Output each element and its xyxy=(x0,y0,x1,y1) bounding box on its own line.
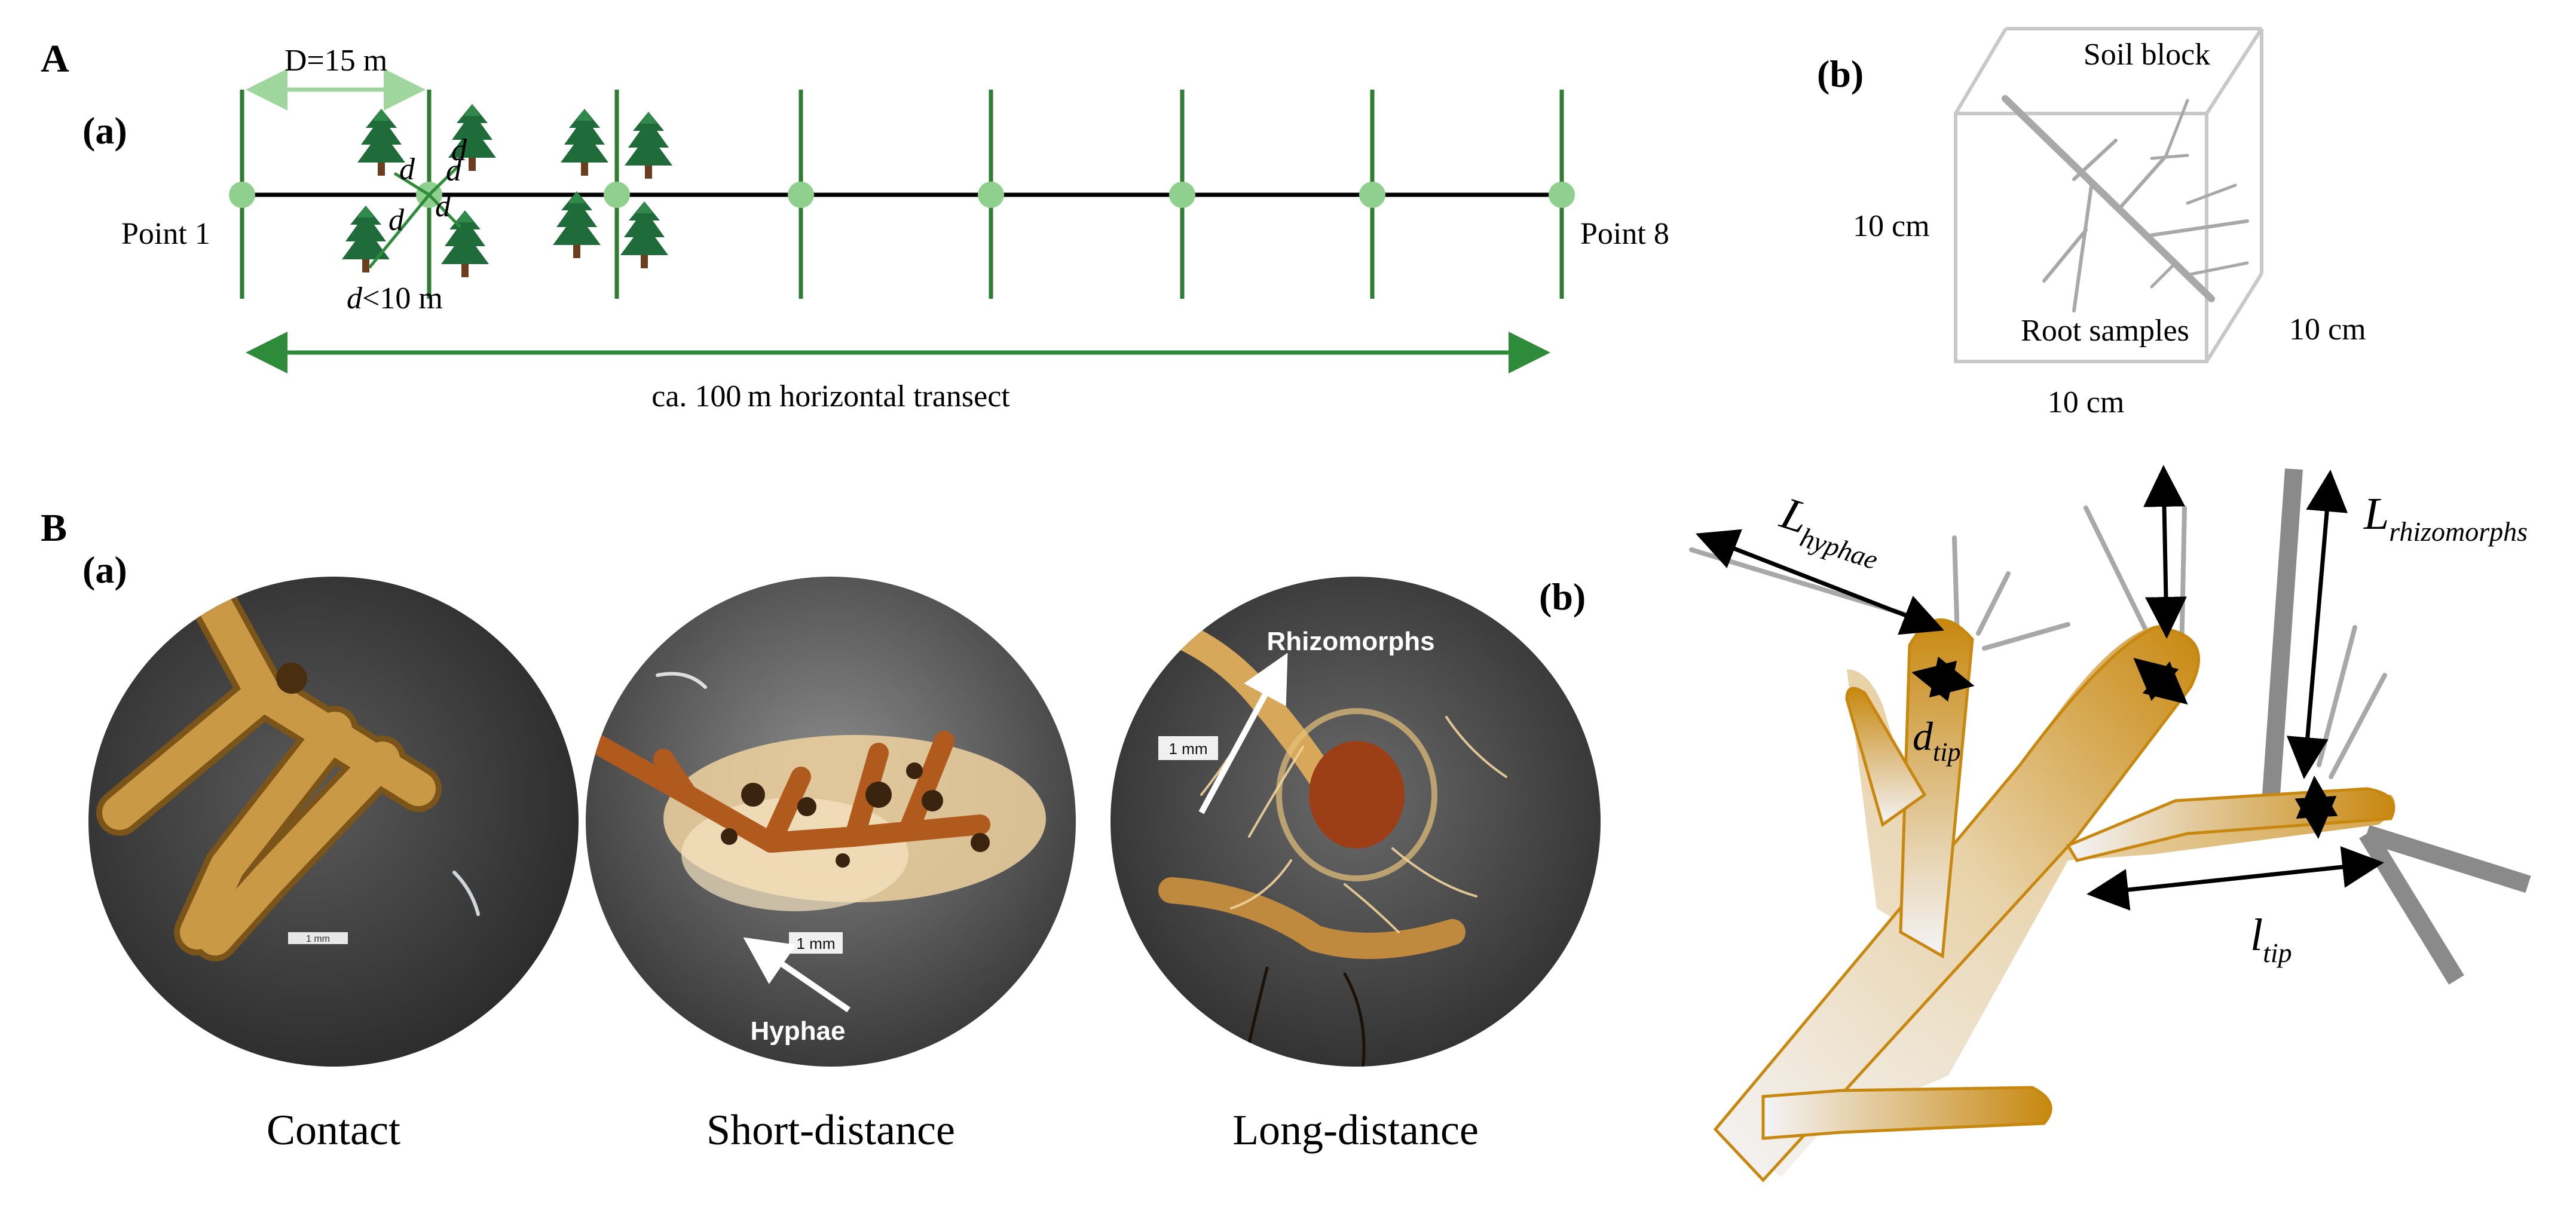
photo-long-distance: 1 mm Rhizomorphs xyxy=(1110,577,1601,1067)
hyphae-arrow xyxy=(743,937,850,1013)
panel-label-Bb: (b) xyxy=(1539,575,1586,618)
rhizomorphs-arrow xyxy=(1198,653,1288,814)
rhizomorphs-annotation: Rhizomorphs xyxy=(1266,627,1434,656)
svg-text:d: d xyxy=(446,154,462,188)
label-L-rhizomorphs: Lrhizomorphs xyxy=(2363,489,2528,547)
point-8 xyxy=(1549,182,1575,208)
panel-label-Ba: (a) xyxy=(82,549,127,591)
sampling-points xyxy=(229,182,1575,208)
point-end-label: Point 8 xyxy=(1580,217,1669,251)
label-L-hyphae: Lhyphae xyxy=(1772,488,1890,575)
svg-text:d: d xyxy=(451,133,467,167)
root-samples-label: Root samples xyxy=(2021,314,2189,348)
point-5 xyxy=(978,182,1004,208)
point-4 xyxy=(788,182,814,208)
tip-length-arrow xyxy=(2087,846,2384,911)
photo-contact: 1 mm xyxy=(88,577,579,1067)
point-6 xyxy=(1169,182,1195,208)
tree-icon xyxy=(357,109,405,176)
tip-diameter-arrow-3 xyxy=(2294,776,2338,839)
tip-diameter-arrow xyxy=(1911,656,1975,702)
tip-diameter-arrow-2 xyxy=(2133,657,2188,705)
svg-text:d: d xyxy=(388,203,405,237)
root-schematic xyxy=(1689,468,2531,1183)
point-1 xyxy=(229,182,255,208)
hyphae-annotation: Hyphae xyxy=(751,1016,846,1046)
tree-distance-constraint: d<10 m xyxy=(347,281,443,315)
caption-long-distance: Long-distance xyxy=(1232,1106,1479,1154)
point-3 xyxy=(604,182,630,208)
panel-label-A: A xyxy=(41,37,69,81)
soil-block-cube xyxy=(1954,27,2263,363)
svg-text:1 mm: 1 mm xyxy=(1169,740,1208,758)
caption-contact: Contact xyxy=(267,1106,400,1154)
soil-edge-left-label: 10 cm xyxy=(1853,209,1930,243)
tree-distance-labels: d d d d d xyxy=(388,133,467,237)
hyphae-length-arrow-2 xyxy=(2143,465,2187,639)
point-start-label: Point 1 xyxy=(121,217,210,251)
label-l-tip: ltip xyxy=(2250,910,2292,968)
svg-text:d: d xyxy=(435,189,451,223)
panel-label-B: B xyxy=(41,506,67,550)
label-d-tip: dtip xyxy=(1913,713,1960,767)
svg-text:1 mm: 1 mm xyxy=(797,935,836,952)
soil-edge-right-label: 10 cm xyxy=(2289,313,2366,347)
panel-label-Ab: (b) xyxy=(1817,53,1864,95)
tree-distance-lines xyxy=(368,163,461,269)
distance-label: D=15 m xyxy=(284,44,387,78)
measurement-arrows xyxy=(1695,465,2384,911)
soil-edge-bottom-label: 10 cm xyxy=(2048,385,2125,419)
tree-icon xyxy=(620,201,668,268)
tree-icon xyxy=(342,206,390,272)
point-7 xyxy=(1359,182,1385,208)
soil-block-roots xyxy=(2002,95,2249,313)
soil-block-title: Soil block xyxy=(2084,38,2210,72)
transect-length-label: ca. 100 m horizontal transect xyxy=(651,379,1010,413)
tree-icon xyxy=(561,109,608,176)
photo-short-distance: 1 mm Hyphae xyxy=(586,577,1076,1067)
hyphae-length-arrow xyxy=(1695,529,1945,635)
panel-label-Aa: (a) xyxy=(82,109,127,152)
tree-icon xyxy=(625,112,672,179)
svg-text:1 mm: 1 mm xyxy=(306,934,330,944)
svg-text:d: d xyxy=(399,152,415,186)
scale-bar-contact xyxy=(288,932,348,944)
caption-short-distance: Short-distance xyxy=(706,1106,955,1154)
rhizomorph-length-arrow xyxy=(2286,470,2348,779)
tree-icon xyxy=(553,191,601,258)
